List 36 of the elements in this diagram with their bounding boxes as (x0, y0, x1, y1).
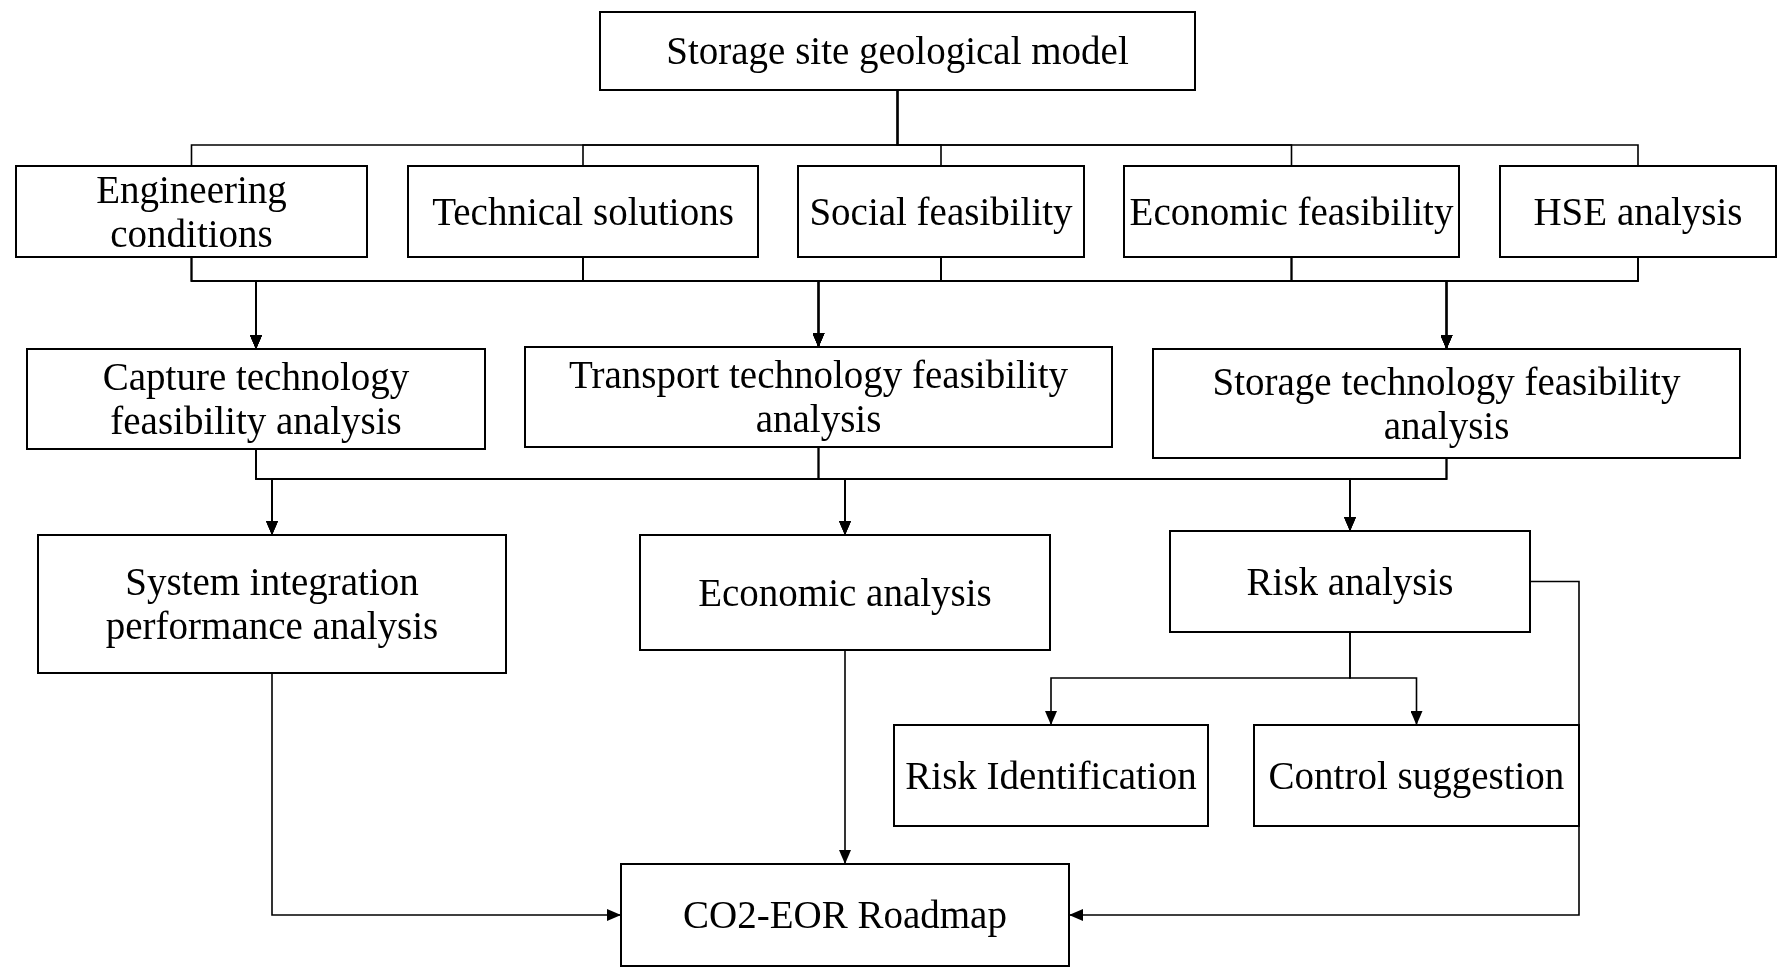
box-label: Transport technology feasibility analysis (568, 353, 1069, 441)
box-label: System integration performance analysis (104, 560, 440, 648)
arrow (839, 650, 851, 864)
connector-line (896, 90, 1639, 166)
process-box (524, 346, 1113, 448)
box-label: Storage technology feasibility analysis (1211, 359, 1682, 448)
arrow (1349, 632, 1423, 725)
process-box (37, 534, 507, 674)
box-label: Economic analysis (698, 570, 992, 615)
process-box (1152, 348, 1741, 459)
box-label: Risk Identification (905, 753, 1197, 798)
arrow (1344, 458, 1448, 531)
process-box (1123, 165, 1460, 258)
box-label: Capture technology feasibility analysis (101, 355, 411, 443)
box-label: Economic feasibility (1129, 189, 1454, 234)
box-label: Technical solutions (432, 189, 734, 234)
box-label: Engineering conditions (95, 167, 288, 256)
process-box (15, 165, 368, 258)
arrow (271, 673, 621, 921)
process-box (1169, 530, 1531, 633)
box-label: Risk analysis (1246, 559, 1454, 604)
process-box (639, 534, 1051, 651)
process-box (599, 11, 1196, 91)
process-box (407, 165, 759, 258)
process-box (1499, 165, 1777, 258)
box-label: Control suggestion (1268, 753, 1565, 798)
process-box (893, 724, 1209, 827)
process-box (26, 348, 486, 450)
process-box (620, 863, 1070, 967)
box-label: CO2-EOR Roadmap (683, 893, 1007, 937)
arrow (1440, 257, 1639, 349)
box-label: Storage site geological model (666, 29, 1129, 73)
process-box (797, 165, 1085, 258)
process-box (1253, 724, 1580, 827)
box-label: Social feasibility (809, 189, 1073, 234)
box-label: HSE analysis (1533, 189, 1743, 234)
